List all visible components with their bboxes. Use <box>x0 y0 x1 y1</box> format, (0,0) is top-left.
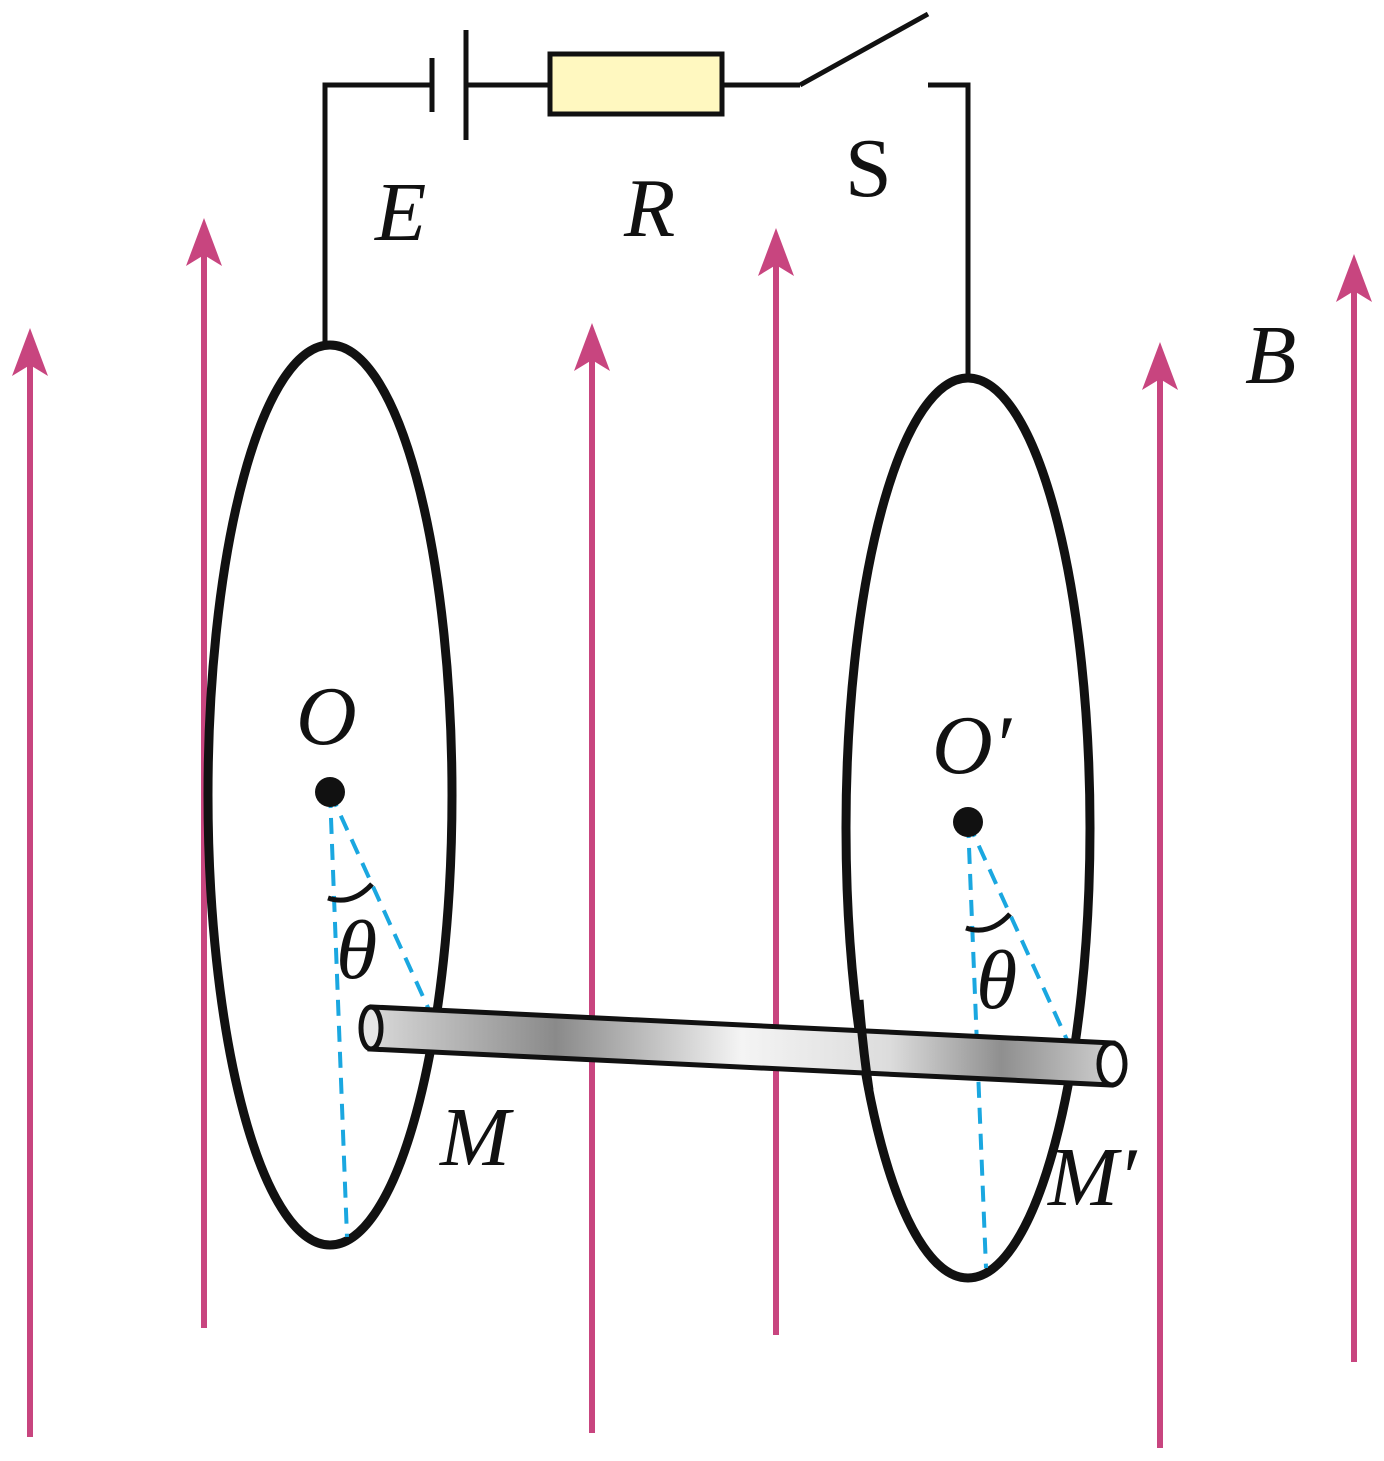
resistor <box>547 51 725 117</box>
field-line-5 <box>1142 342 1178 1448</box>
center-point-right <box>953 807 983 837</box>
label-switch: S <box>845 122 892 215</box>
wire-right <box>928 82 971 380</box>
angle-arc-right <box>965 912 1012 933</box>
circuit <box>322 11 971 380</box>
label-emf: E <box>374 166 426 259</box>
angle-arc-left <box>327 882 374 903</box>
field-line-4 <box>758 228 794 1335</box>
label-angle-right: θ <box>976 934 1017 1027</box>
field-line-1 <box>12 328 48 1437</box>
radius-left-vertical <box>328 791 349 1238</box>
label-center-right: O′ <box>932 699 1013 792</box>
label-field: B <box>1245 309 1296 402</box>
magnetic-field-lines <box>12 218 1372 1448</box>
center-point-left <box>315 777 345 807</box>
field-line-3 <box>574 323 610 1433</box>
label-resistor: R <box>623 162 675 255</box>
radius-left-slant <box>328 791 432 1013</box>
label-angle-left: θ <box>336 904 377 997</box>
field-line-6 <box>1336 254 1372 1362</box>
label-center-left: O <box>296 670 357 763</box>
label-point-right: M′ <box>1047 1131 1138 1224</box>
wire-left <box>322 82 432 343</box>
ring-right <box>841 373 1095 1283</box>
switch-blade <box>798 11 930 88</box>
radius-right-slant <box>966 821 1070 1043</box>
angle-arcs <box>327 882 1012 933</box>
ring-left <box>203 340 457 1250</box>
ring-right-front-arc <box>854 999 874 1091</box>
label-point-left: M <box>439 1091 514 1184</box>
